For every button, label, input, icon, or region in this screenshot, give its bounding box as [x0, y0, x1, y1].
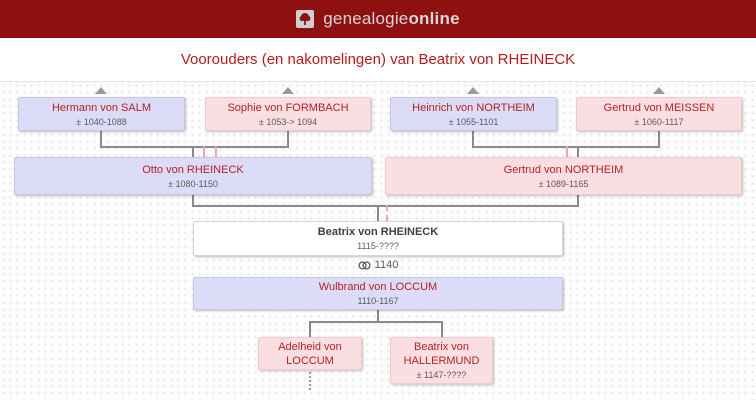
marriage-year: 1140 — [374, 259, 399, 271]
person-dates: ± 1080-1150 — [168, 178, 218, 189]
person-box-beatrix-von-hallermund[interactable]: Beatrix von HALLERMUND ± 1147-???? — [390, 337, 493, 384]
person-dates: 1115-???? — [357, 241, 399, 251]
person-name: Adelheid von LOCCUM — [278, 340, 342, 367]
expand-ancestors-icon[interactable] — [95, 87, 107, 94]
connector-line — [577, 195, 579, 207]
marriage-row: 1140 — [193, 258, 563, 272]
person-name: Wulbrand von LOCCUM — [318, 281, 438, 293]
lineage-dashed-line — [566, 146, 568, 157]
person-name: Gertrud von NORTHEIM — [503, 163, 624, 176]
marriage-rings-icon — [358, 260, 371, 270]
lineage-dashed-line — [386, 205, 388, 221]
expand-ancestors-icon[interactable] — [282, 87, 294, 94]
person-name: Hermann von SALM — [51, 101, 152, 114]
person-box-heinrich-von-northeim[interactable]: Heinrich von NORTHEIM ± 1055-1101 — [390, 97, 557, 131]
connector-line — [658, 131, 660, 148]
person-dates: ± 1055-1101 — [448, 116, 499, 127]
person-box-sophie-von-formbach[interactable]: Sophie von FORMBACH ± 1053-> 1094 — [205, 97, 371, 131]
connector-line — [100, 146, 289, 148]
person-name: Sophie von FORMBACH — [227, 101, 349, 114]
connector-line — [441, 321, 443, 337]
person-dates: ± 1060-1117 — [634, 116, 684, 127]
logo-suffix: online — [408, 9, 460, 28]
person-dates: ± 1089-1165 — [538, 178, 589, 189]
tree-icon[interactable] — [296, 10, 315, 28]
logo-prefix: genealogie — [323, 9, 409, 28]
person-box-beatrix-von-rheineck[interactable]: Beatrix von RHEINECK 1115-???? — [193, 221, 563, 256]
person-name: Gertrud von MEISSEN — [603, 101, 715, 114]
person-dates: ± 1053-> 1094 — [258, 116, 318, 127]
site-header: genealogieonline — [0, 0, 756, 38]
connector-line — [287, 131, 289, 148]
connector-line — [192, 205, 579, 207]
connector-line — [577, 146, 579, 157]
connector-line — [192, 195, 194, 207]
more-descendants-dotted-line — [309, 372, 311, 390]
person-dates: ± 1040-1088 — [76, 116, 127, 127]
expand-ancestors-icon[interactable] — [653, 87, 665, 94]
connector-line — [472, 131, 474, 148]
person-box-wulbrand-von-loccum[interactable]: Wulbrand von LOCCUM 1110-1167 — [193, 277, 563, 310]
person-box-adelheid-von-loccum[interactable]: Adelheid von LOCCUM — [258, 337, 362, 370]
connector-line — [309, 321, 311, 337]
connector-line — [192, 146, 194, 157]
page-title: Voorouders (en nakomelingen) van Beatrix… — [180, 51, 576, 68]
person-dates: 1110-1167 — [357, 296, 399, 306]
person-name: Heinrich von NORTHEIM — [412, 101, 535, 114]
lineage-dashed-line — [203, 146, 205, 157]
person-name: Otto von RHEINECK — [142, 163, 244, 176]
person-box-gertrud-von-meissen[interactable]: Gertrud von MEISSEN ± 1060-1117 — [576, 97, 742, 131]
lineage-dashed-line — [215, 146, 217, 157]
person-dates: ± 1147-???? — [416, 370, 467, 380]
connector-line — [377, 205, 379, 221]
person-name: Beatrix von RHEINECK — [317, 226, 439, 238]
expand-ancestors-icon[interactable] — [467, 87, 479, 94]
connector-line — [100, 131, 102, 148]
site-logo[interactable]: genealogieonline — [323, 9, 459, 29]
tree-icon-glyph — [299, 13, 311, 25]
person-box-hermann-von-salm[interactable]: Hermann von SALM ± 1040-1088 — [18, 97, 185, 131]
person-box-gertrud-von-northeim[interactable]: Gertrud von NORTHEIM ± 1089-1165 — [385, 157, 742, 195]
connector-line — [309, 321, 443, 323]
person-box-otto-von-rheineck[interactable]: Otto von RHEINECK ± 1080-1150 — [14, 157, 372, 195]
person-name: Beatrix von HALLERMUND — [403, 341, 480, 367]
title-bar: Voorouders (en nakomelingen) van Beatrix… — [0, 38, 756, 82]
connector-line — [377, 310, 379, 323]
family-tree-canvas: Hermann von SALM ± 1040-1088 Sophie von … — [0, 82, 756, 400]
